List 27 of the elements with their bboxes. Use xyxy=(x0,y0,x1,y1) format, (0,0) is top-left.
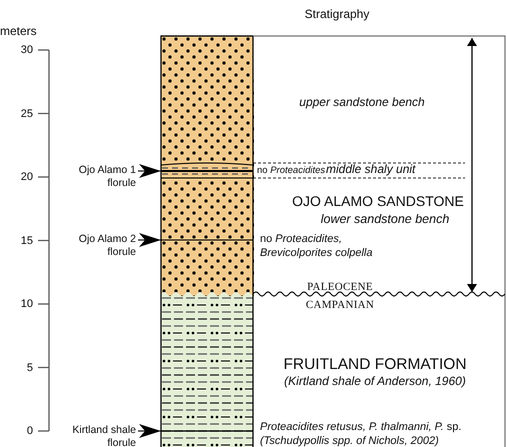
arrow xyxy=(138,164,162,178)
tick-label: 10 xyxy=(20,297,33,311)
tick-label: 30 xyxy=(20,43,33,57)
tick-label: 15 xyxy=(20,234,33,248)
epoch-label: PALEOCENE xyxy=(307,280,373,294)
arrow xyxy=(138,233,162,247)
florule-label: Ojo Alamo 2 florule xyxy=(74,233,136,259)
tick-label: 0 xyxy=(26,424,33,438)
diagram-title: Stratigraphy xyxy=(304,8,370,21)
tick-label: 5 xyxy=(26,360,33,374)
arrow xyxy=(138,424,162,438)
note: (Tschudypollis spp. of Nichols, 2002) xyxy=(260,434,439,447)
formation-label: FRUITLAND FORMATION xyxy=(283,356,467,374)
note: no Proteacidites, Brevicolporites colpella xyxy=(260,232,374,260)
tick-label: 25 xyxy=(20,106,33,120)
tick-label: 20 xyxy=(20,170,33,184)
florule-label: Kirtland shale florule xyxy=(56,424,136,447)
axis-title: meters xyxy=(0,24,37,39)
epoch-label: CAMPANIAN xyxy=(306,298,374,312)
formation-label: OJO ALAMO SANDSTONE xyxy=(292,193,464,210)
note: Proteacidites retusus, P. thalmanni, P. sp. xyxy=(260,420,462,434)
note: no Proteacidites xyxy=(257,165,326,178)
florule-label: Ojo Alamo 1 florule xyxy=(74,164,136,190)
unit-label: middle shaly unit xyxy=(326,162,416,177)
unit-label: lower sandstone bench xyxy=(320,212,450,228)
formation-note: (Kirtland shale of Anderson, 1960) xyxy=(284,374,466,389)
unit-label: upper sandstone bench xyxy=(299,95,425,110)
